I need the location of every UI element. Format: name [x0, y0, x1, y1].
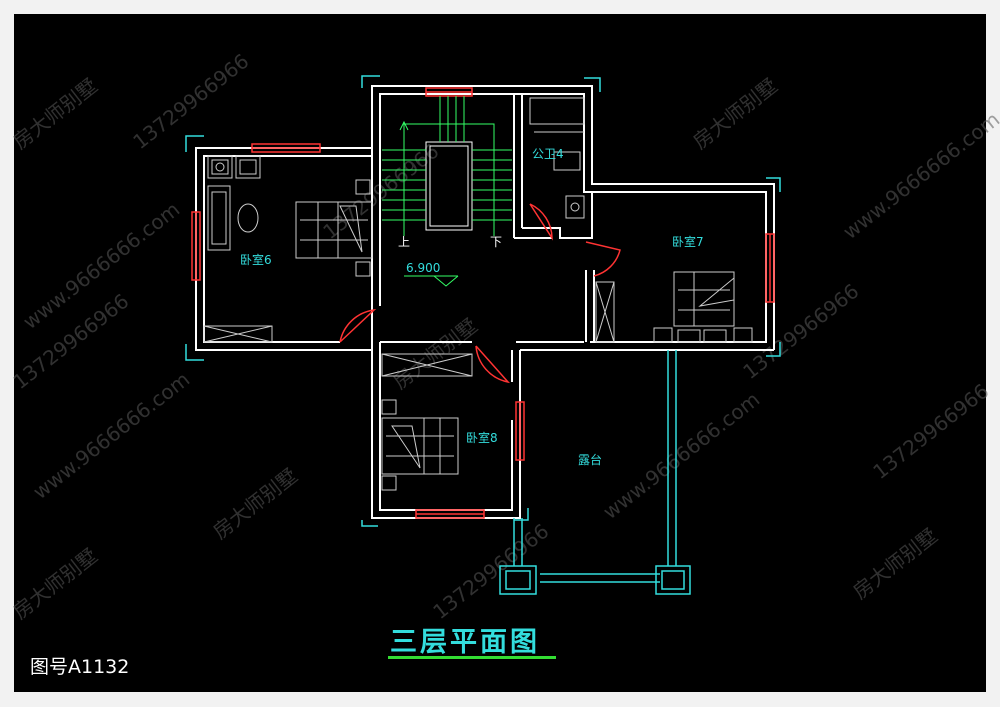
stair-up-label: 上	[398, 235, 410, 249]
armchair	[207, 155, 233, 179]
watermark-text: 13729966966	[8, 289, 133, 394]
doors	[339, 203, 621, 384]
drawing-title: 三层平面图	[390, 627, 540, 658]
sink	[565, 195, 585, 219]
windows	[191, 87, 775, 519]
watermark-text: 13729966966	[868, 379, 993, 484]
watermark-text: 房大师别墅	[8, 73, 102, 153]
watermark-text: www.9666666.com	[28, 367, 194, 504]
bed	[673, 271, 735, 327]
coffee-table	[237, 203, 259, 233]
watermark-text: 房大师别墅	[848, 523, 942, 603]
title-underline	[388, 656, 556, 659]
corner-columns	[185, 75, 781, 527]
bed	[295, 201, 373, 259]
drawing-number: 图号A1132	[30, 656, 130, 678]
watermark-text: 13729966966	[428, 519, 553, 624]
wardrobe	[595, 281, 615, 343]
stair-down-label: 下	[490, 235, 502, 249]
nightstand	[355, 179, 371, 195]
room-labels: 卧室6 卧室7 卧室8 公卫4 露台 6.900 上 下	[240, 147, 704, 467]
watermark-text: 房大师别墅	[688, 73, 782, 153]
wardrobe	[381, 353, 473, 377]
bed	[381, 417, 459, 475]
level-value: 6.900	[406, 261, 440, 275]
room-label-bedroom8: 卧室8	[466, 430, 498, 445]
toilet	[553, 151, 581, 171]
watermark-text: 13729966966	[738, 279, 863, 384]
room-label-bedroom7: 卧室7	[672, 234, 704, 249]
watermark-text: 房大师别墅	[208, 463, 302, 543]
watermark-layer: 房大师别墅 13729966966 房大师别墅 13729966966 www.…	[8, 49, 1000, 624]
wardrobe	[203, 325, 273, 343]
room-label-terrace: 露台	[578, 452, 602, 467]
watermark-text: www.9666666.com	[598, 387, 764, 524]
staircase	[382, 96, 512, 236]
sofa	[207, 185, 231, 251]
furniture	[203, 97, 753, 491]
terrace-railing	[499, 350, 691, 595]
watermark-text: 房大师别墅	[8, 543, 102, 623]
room-label-bedroom6: 卧室6	[240, 252, 272, 267]
level-marker	[404, 275, 459, 287]
watermark-text: 13729966966	[128, 49, 253, 154]
watermark-text: www.9666666.com	[838, 107, 1000, 244]
room-label-bath4: 公卫4	[532, 147, 564, 161]
nightstand	[355, 261, 371, 277]
